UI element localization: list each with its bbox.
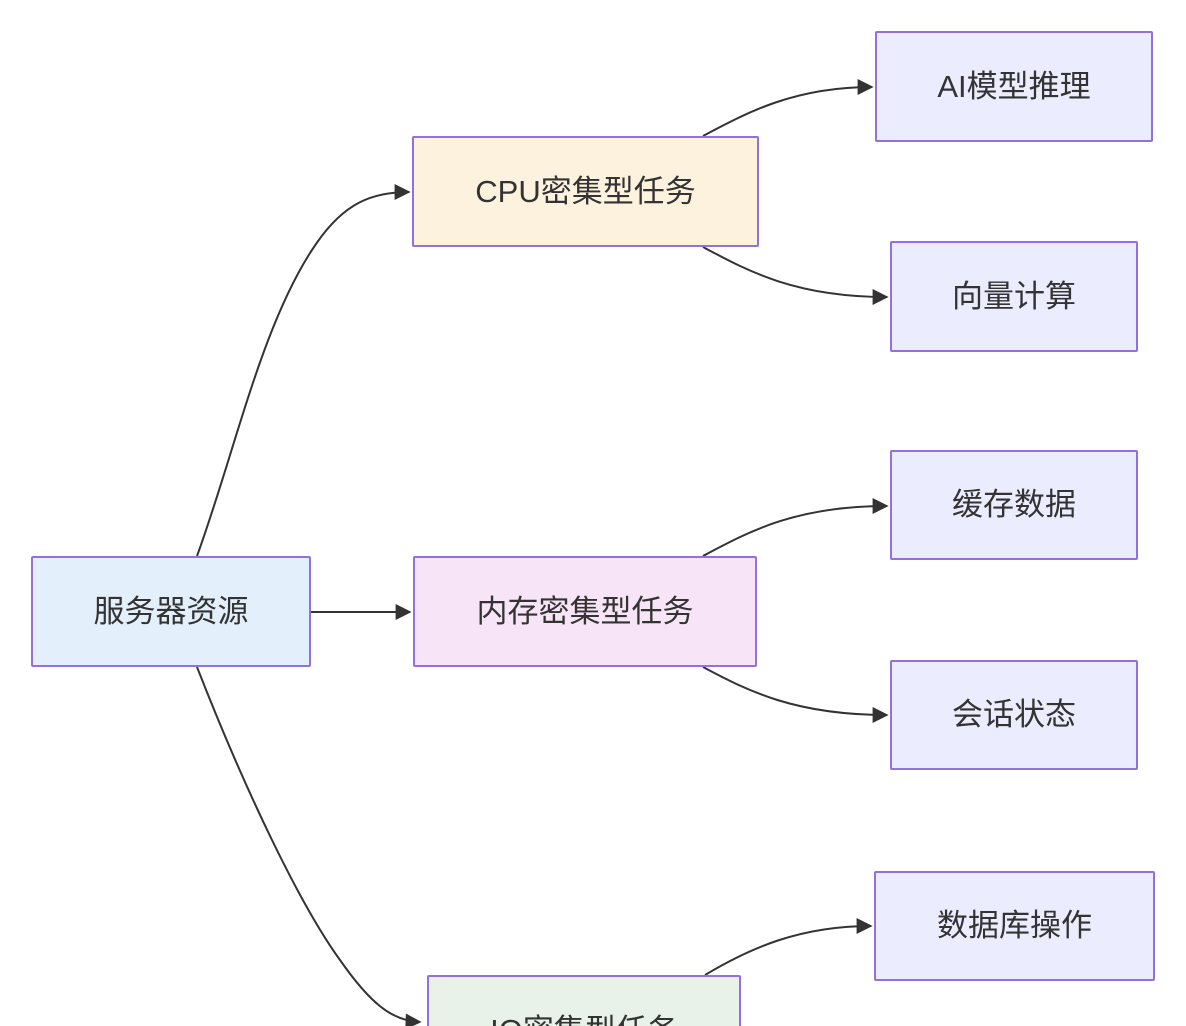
node-memory-intensive-tasks-label: 内存密集型任务 bbox=[476, 593, 694, 629]
edge-mem-to-session bbox=[702, 666, 889, 723]
edge-mem-to-cache bbox=[702, 498, 889, 557]
edge-cpu-to-vector bbox=[702, 246, 889, 305]
node-ai-model-inference: AI模型推理 bbox=[875, 31, 1153, 142]
node-server-resources: 服务器资源 bbox=[31, 556, 311, 667]
node-cache-data-label: 缓存数据 bbox=[952, 487, 1076, 523]
edge-cpu-to-ai bbox=[702, 79, 874, 137]
node-database-operations: 数据库操作 bbox=[874, 871, 1155, 981]
node-vector-computation: 向量计算 bbox=[890, 241, 1138, 352]
node-vector-computation-label: 向量计算 bbox=[952, 278, 1076, 314]
node-database-operations-label: 数据库操作 bbox=[937, 908, 1092, 944]
node-io-intensive-tasks: IO密集型任务 bbox=[427, 975, 741, 1026]
node-cache-data: 缓存数据 bbox=[890, 450, 1138, 560]
node-server-resources-label: 服务器资源 bbox=[93, 593, 249, 629]
edge-io-to-db bbox=[704, 918, 873, 976]
node-memory-intensive-tasks: 内存密集型任务 bbox=[413, 556, 757, 667]
node-cpu-intensive-tasks-label: CPU密集型任务 bbox=[475, 173, 696, 209]
node-ai-model-inference-label: AI模型推理 bbox=[937, 68, 1091, 104]
edge-root-to-cpu bbox=[196, 184, 411, 557]
node-session-state: 会话状态 bbox=[890, 660, 1138, 770]
edge-root-to-io bbox=[196, 666, 422, 1026]
node-io-intensive-tasks-label: IO密集型任务 bbox=[490, 1012, 678, 1026]
node-session-state-label: 会话状态 bbox=[952, 697, 1076, 733]
node-cpu-intensive-tasks: CPU密集型任务 bbox=[412, 136, 759, 247]
